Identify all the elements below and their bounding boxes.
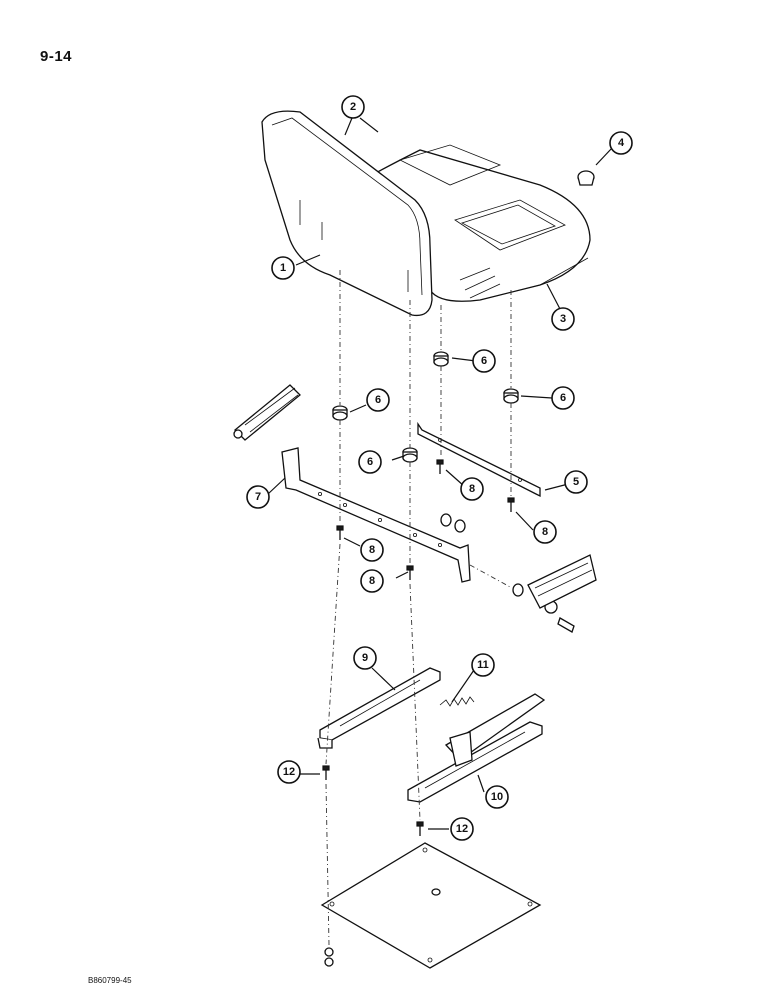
svg-text:12: 12 — [283, 766, 295, 778]
knob-part-4 — [577, 170, 595, 186]
svg-text:12: 12 — [456, 823, 468, 835]
svg-text:8: 8 — [469, 483, 475, 495]
figure-code: B860799-45 — [88, 976, 132, 985]
svg-text:8: 8 — [369, 575, 375, 587]
callout-7: 7 — [246, 485, 270, 509]
slide-rail-part-9 — [317, 667, 441, 749]
svg-text:10: 10 — [491, 791, 503, 803]
bolts — [322, 459, 515, 967]
slide-rail-part-10 — [407, 693, 546, 803]
callout-9: 9 — [353, 646, 377, 670]
callout-8b: 8 — [533, 520, 557, 544]
svg-text:7: 7 — [255, 491, 261, 503]
bracket-part-5 — [417, 421, 541, 498]
bracket-part-7 — [281, 447, 471, 583]
svg-text:1: 1 — [280, 262, 286, 274]
callout-8a: 8 — [460, 477, 484, 501]
leader-lines — [267, 117, 613, 830]
callout-6b: 6 — [551, 386, 575, 410]
callout-6c: 6 — [366, 388, 390, 412]
right-armrest-fragment — [527, 554, 597, 609]
callout-6d: 6 — [358, 450, 382, 474]
svg-text:6: 6 — [481, 355, 487, 367]
svg-text:8: 8 — [542, 526, 548, 538]
svg-text:3: 3 — [560, 313, 566, 325]
spring-part-11 — [439, 696, 475, 707]
callout-2: 2 — [341, 95, 365, 119]
callout-11: 11 — [471, 653, 495, 677]
svg-text:4: 4 — [618, 137, 625, 149]
seat-assembly — [261, 110, 591, 317]
svg-text:6: 6 — [560, 392, 566, 404]
svg-text:5: 5 — [573, 476, 579, 488]
callout-6a: 6 — [472, 349, 496, 373]
callout-5: 5 — [564, 470, 588, 494]
callout-8d: 8 — [360, 569, 384, 593]
svg-text:8: 8 — [369, 544, 375, 556]
base-plate — [320, 842, 542, 969]
callout-1: 1 — [271, 256, 295, 280]
svg-text:2: 2 — [350, 101, 356, 113]
callout-4: 4 — [609, 131, 633, 155]
callout-12a: 12 — [277, 760, 301, 784]
svg-text:6: 6 — [367, 456, 373, 468]
left-armrest-fragment — [233, 384, 301, 441]
svg-text:6: 6 — [375, 394, 381, 406]
callout-3: 3 — [551, 307, 575, 331]
callout-8c: 8 — [360, 538, 384, 562]
alignment-lines — [325, 270, 513, 946]
page-number: 9-14 — [40, 48, 73, 65]
svg-text:11: 11 — [477, 659, 489, 671]
callout-10: 10 — [485, 785, 509, 809]
svg-text:9: 9 — [362, 652, 368, 664]
callout-12b: 12 — [450, 817, 474, 841]
